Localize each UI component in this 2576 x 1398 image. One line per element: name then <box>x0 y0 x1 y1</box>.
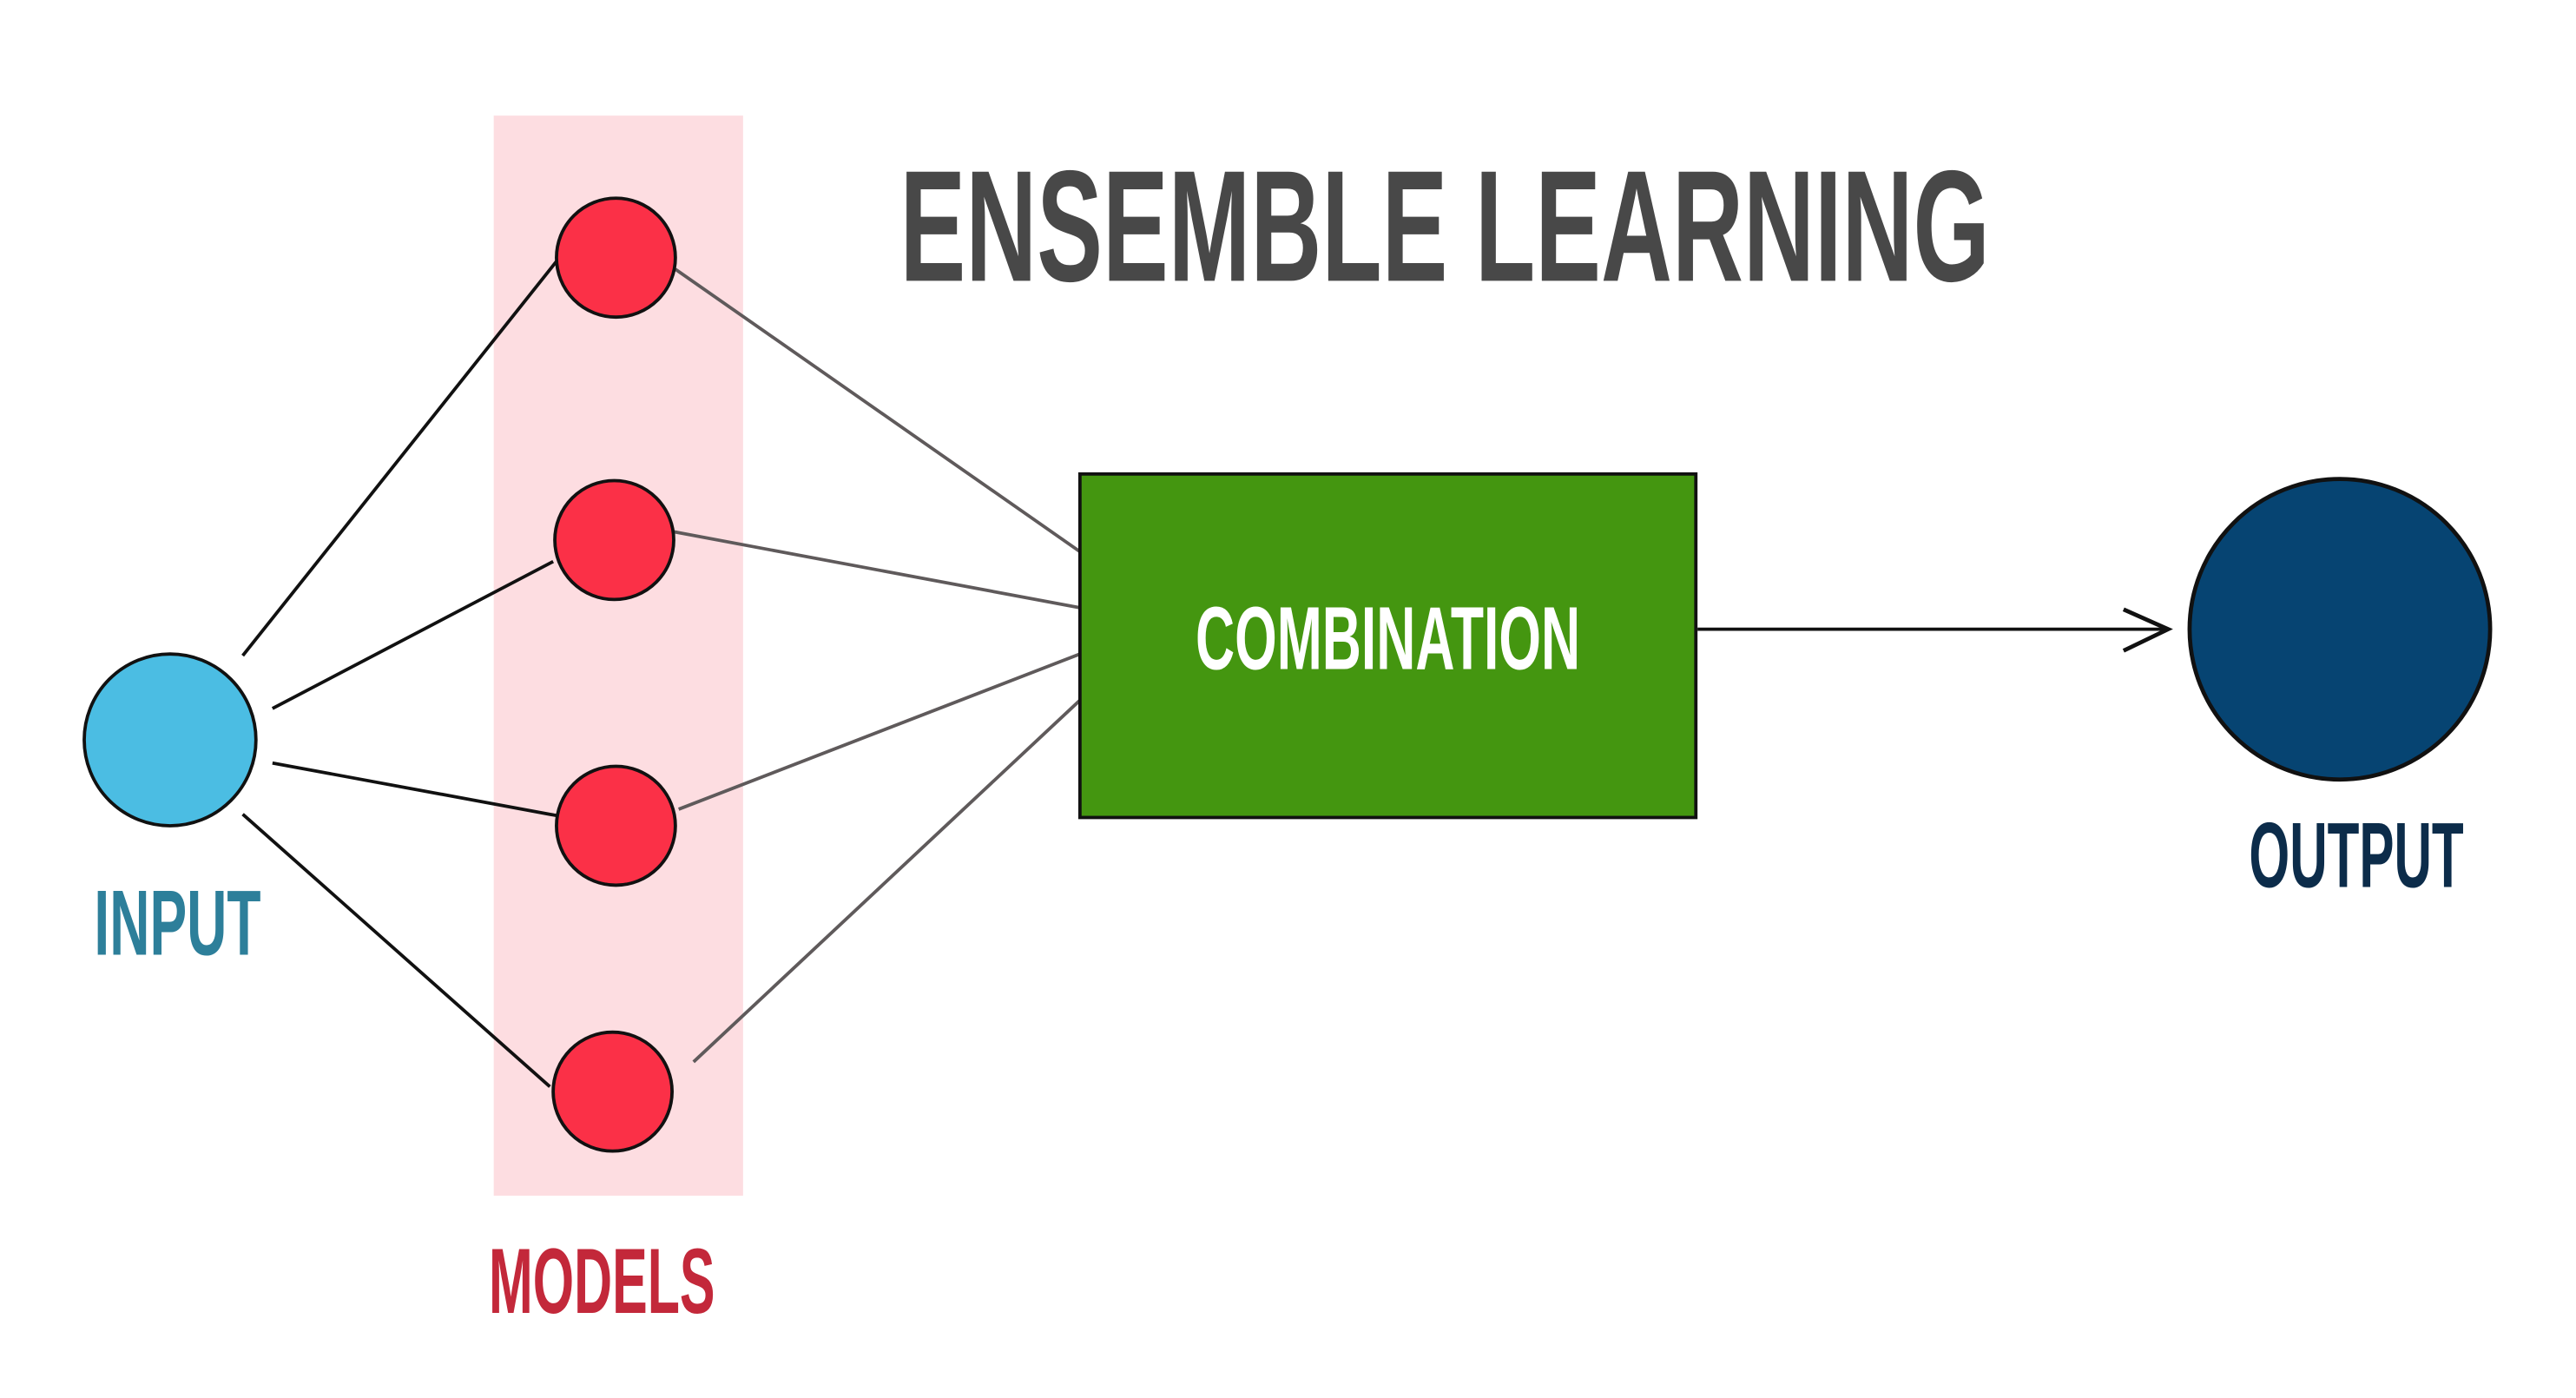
arrowhead-icon <box>2122 607 2173 653</box>
edge-input-model-4 <box>241 813 551 1088</box>
edge-model-3-combination <box>678 652 1081 811</box>
model-node-3 <box>555 764 677 887</box>
input-label: INPUT <box>94 871 260 974</box>
model-node-1 <box>555 196 677 320</box>
combination-box <box>1077 471 1698 820</box>
edge-input-model-1 <box>241 258 560 657</box>
diagram-title: ENSEMBLE LEARNING <box>900 137 1990 314</box>
model-node-2 <box>553 478 675 602</box>
edge-input-model-2 <box>271 559 555 710</box>
combination-label: COMBINATION <box>1196 588 1580 688</box>
models-label: MODELS <box>489 1230 715 1333</box>
model-node-4 <box>551 1030 674 1153</box>
output-label: OUTPUT <box>2249 803 2463 907</box>
edge-model-4-combination <box>692 699 1082 1064</box>
output-node <box>2187 477 2493 782</box>
edge-model-1-combination <box>674 267 1081 553</box>
edge-model-2-combination <box>673 530 1081 610</box>
input-node <box>82 652 258 828</box>
input-edges <box>241 258 560 1088</box>
edge-input-model-3 <box>272 761 559 818</box>
model-nodes <box>551 196 677 1153</box>
model-edges <box>673 267 1082 1064</box>
